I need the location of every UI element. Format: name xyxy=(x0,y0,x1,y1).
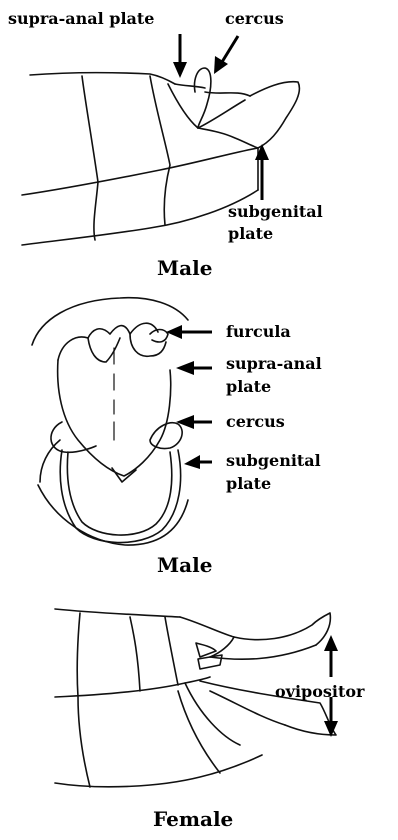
caption-male-dorsal: Male xyxy=(157,554,212,576)
label-ovipositor: ovipositor xyxy=(275,683,364,701)
label-furcula: furcula xyxy=(226,323,291,341)
caption-male-lateral: Male xyxy=(157,257,212,279)
male-dorsal-view xyxy=(0,290,398,590)
label-subgenital: subgenital xyxy=(228,203,323,221)
label-supra-anal: supra-anal xyxy=(226,355,322,373)
label-supra-anal-plate: supra-anal plate xyxy=(8,10,154,28)
caption-female: Female xyxy=(153,808,233,830)
male-lateral-view xyxy=(0,0,398,280)
label-subgenital-2: subgenital xyxy=(226,452,321,470)
female-lateral-view xyxy=(0,595,398,835)
label-cercus: cercus xyxy=(225,10,284,28)
label-plate-2: plate xyxy=(226,475,271,493)
label-cercus-2: cercus xyxy=(226,413,285,431)
label-supra-anal-plate-2: plate xyxy=(226,378,271,396)
male-dorsal-drawing xyxy=(32,298,188,545)
label-plate: plate xyxy=(228,225,273,243)
